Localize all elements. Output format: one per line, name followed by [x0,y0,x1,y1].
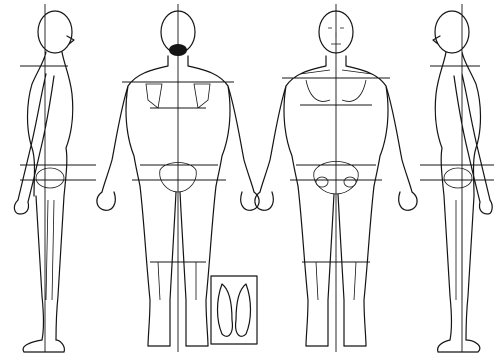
feet-soles-inset-icon [211,276,257,344]
front-view-figure-icon [255,4,417,352]
side-view-figure-right-icon [420,4,494,352]
side-view-figure-left-icon [14,4,96,352]
back-view-figure-icon [97,4,259,352]
